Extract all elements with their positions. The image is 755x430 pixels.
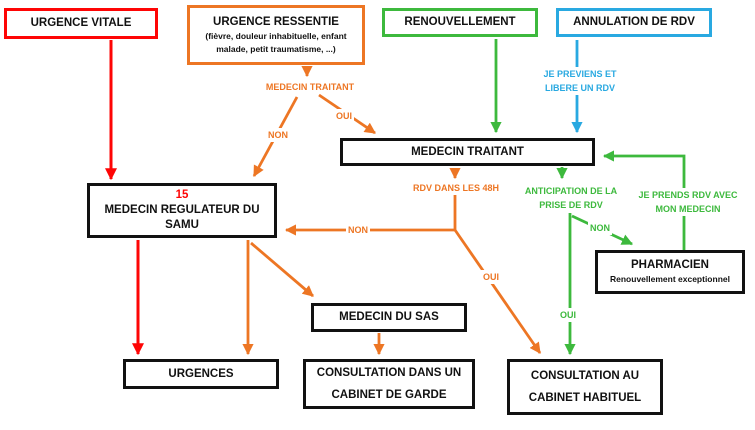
edge-label-oui-ressentie: OUI (333, 109, 355, 123)
edge-label-je-prends-rdv: JE PRENDS RDV AVEC MON MEDECIN (636, 188, 740, 216)
node-medecin-traitant: MEDECIN TRAITANT (340, 138, 595, 166)
edge-label-medecin-traitant-question: MEDECIN TRAITANT (263, 80, 357, 94)
node-consultation-cabinet-garde: CONSULTATION DANS UN CABINET DE GARDE (303, 359, 475, 409)
node-subline: malade, petit traumatisme, ...) (216, 43, 336, 54)
node-subline: Renouvellement exceptionnel (610, 274, 730, 285)
edge-label-line: JE PRENDS RDV AVEC (638, 190, 738, 200)
arrow-samu-to-medecin-sas (250, 241, 314, 298)
edge-label-line: LIBERE UN RDV (544, 83, 615, 93)
node-consultation-cabinet-habituel: CONSULTATION AU CABINET HABITUEL (507, 359, 663, 415)
node-label: PHARMACIEN (631, 259, 709, 272)
node-medecin-sas: MEDECIN DU SAS (311, 303, 467, 332)
node-label: RENOUVELLEMENT (404, 16, 516, 28)
node-label: MEDECIN TRAITANT (411, 145, 524, 158)
edge-label-non-ressentie: NON (266, 128, 290, 142)
node-label: CONSULTATION AU (530, 370, 640, 382)
edge-label-line: MON MEDECIN (655, 204, 721, 214)
node-label: SAMU (165, 219, 199, 231)
node-label: ANNULATION DE RDV (573, 16, 695, 28)
edge-label-non-48h: NON (346, 223, 370, 237)
edge-label-rdv-48h: RDV DANS LES 48H (410, 181, 502, 195)
node-urgences: URGENCES (123, 359, 279, 389)
edge-label-non-anticipation: NON (588, 221, 612, 235)
edge-label-line: ANTICIPATION DE LA (524, 186, 618, 196)
node-annulation-rdv: ANNULATION DE RDV (556, 8, 712, 37)
arrow-rdv48h-oui-to-cabinet-habituel (453, 229, 542, 354)
edge-label-line: PRISE DE RDV (539, 200, 603, 210)
edge-label-line: JE PREVIENS ET (543, 69, 617, 79)
node-label: URGENCE VITALE (30, 17, 132, 29)
node-label: CABINET DE GARDE (331, 389, 447, 401)
node-renouvellement: RENOUVELLEMENT (382, 8, 538, 37)
edge-label-anticipation: ANTICIPATION DE LA PRISE DE RDV (522, 184, 620, 212)
edge-label-oui-48h: OUI (480, 270, 502, 284)
node-subline: (fièvre, douleur inhabituelle, enfant (205, 31, 347, 41)
node-urgence-ressentie: URGENCE RESSENTIE (fièvre, douleur inhab… (187, 5, 365, 65)
edge-label-oui-anticipation: OUI (557, 308, 579, 322)
node-urgence-vitale: URGENCE VITALE (4, 8, 158, 39)
node-label: URGENCES (168, 367, 234, 380)
node-label: CABINET HABITUEL (528, 392, 642, 404)
arrow-pharmacien-to-medecin-traitant (602, 150, 686, 250)
node-label: CONSULTATION DANS UN (316, 367, 462, 379)
node-pharmacien: PHARMACIEN Renouvellement exceptionnel (595, 250, 745, 294)
edge-label-je-previens: JE PREVIENS ET LIBERE UN RDV (541, 67, 619, 95)
node-samu: 15 MEDECIN REGULATEUR DU SAMU (87, 183, 277, 238)
node-label: MEDECIN DU SAS (339, 311, 439, 323)
node-label: URGENCE RESSENTIE (213, 16, 339, 28)
node-label: MEDECIN REGULATEUR DU (104, 204, 260, 216)
samu-phone-number: 15 (175, 189, 189, 201)
